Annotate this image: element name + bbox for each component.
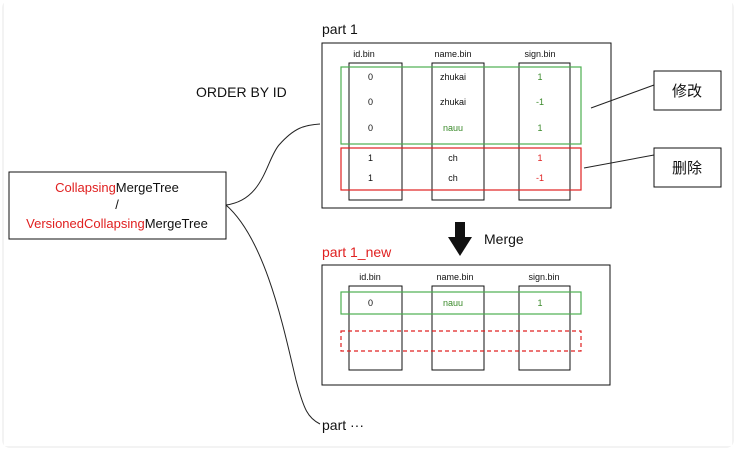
part1-new-cell: nauu [443, 298, 463, 308]
diagram-canvas: CollapsingMergeTree / VersionedCollapsin… [4, 0, 732, 446]
part1-cell: nauu [443, 123, 463, 133]
part1-new-column-name [431, 285, 485, 371]
part1-new-title: part 1_new [322, 244, 392, 260]
part1-cell: 1 [368, 173, 373, 183]
part1-title: part 1 [322, 21, 358, 37]
part1-box [321, 42, 612, 209]
connector-to-part-more [225, 204, 321, 425]
part1-new-cell: 0 [368, 298, 373, 308]
part1-column-name [431, 62, 485, 201]
merge-arrow-icon [448, 237, 472, 256]
part1-header-sign: sign.bin [524, 49, 555, 59]
connector-to-part1 [225, 123, 321, 206]
delete-callout-label: 删除 [672, 160, 702, 177]
delete-leader-line [583, 154, 655, 169]
part1-header-id: id.bin [353, 49, 375, 59]
part1-cell: zhukai [440, 72, 466, 82]
kept-row-highlight [340, 291, 582, 315]
diagram-svg: CollapsingMergeTree / VersionedCollapsin… [8, 21, 722, 433]
part1-new-box [321, 264, 611, 386]
part1-cell: 1 [537, 153, 542, 163]
order-by-label: ORDER BY ID [196, 84, 287, 100]
delete-highlight [340, 147, 582, 191]
part1-cell: zhukai [440, 97, 466, 107]
part1-cell: 1 [537, 123, 542, 133]
modify-callout-label: 修改 [672, 83, 702, 100]
part1-cell: 0 [368, 123, 373, 133]
part1-new-column-id [348, 285, 403, 371]
part1-cell: 1 [368, 153, 373, 163]
part1-header-name: name.bin [434, 49, 471, 59]
merge-arrow-shaft [455, 222, 465, 238]
modify-leader-line [590, 84, 655, 109]
part1-cell: -1 [536, 173, 544, 183]
part1-new-header-sign: sign.bin [528, 272, 559, 282]
collapsed-row-placeholder [340, 330, 582, 352]
engine-separator: / [115, 197, 119, 212]
part1-cell: ch [448, 173, 458, 183]
part1-cell: -1 [536, 97, 544, 107]
part1-cell: ch [448, 153, 458, 163]
part1-new-header-name: name.bin [436, 272, 473, 282]
part1-column-sign [518, 62, 571, 201]
part1-cell: 0 [368, 72, 373, 82]
part1-new-column-sign [518, 285, 571, 371]
engine-line1: CollapsingMergeTree [55, 180, 179, 195]
part-more-label: part ··· [322, 417, 364, 433]
part1-new-cell: 1 [537, 298, 542, 308]
modify-callout [653, 70, 722, 111]
part1-column-id [348, 62, 403, 201]
delete-callout [653, 147, 722, 188]
merge-label: Merge [484, 231, 524, 247]
part1-cell: 1 [537, 72, 542, 82]
part1-cell: 0 [368, 97, 373, 107]
engine-box: CollapsingMergeTree / VersionedCollapsin… [8, 171, 227, 240]
part1-new-header-id: id.bin [359, 272, 381, 282]
modify-highlight [340, 66, 582, 145]
engine-line2: VersionedCollapsingMergeTree [26, 216, 208, 231]
